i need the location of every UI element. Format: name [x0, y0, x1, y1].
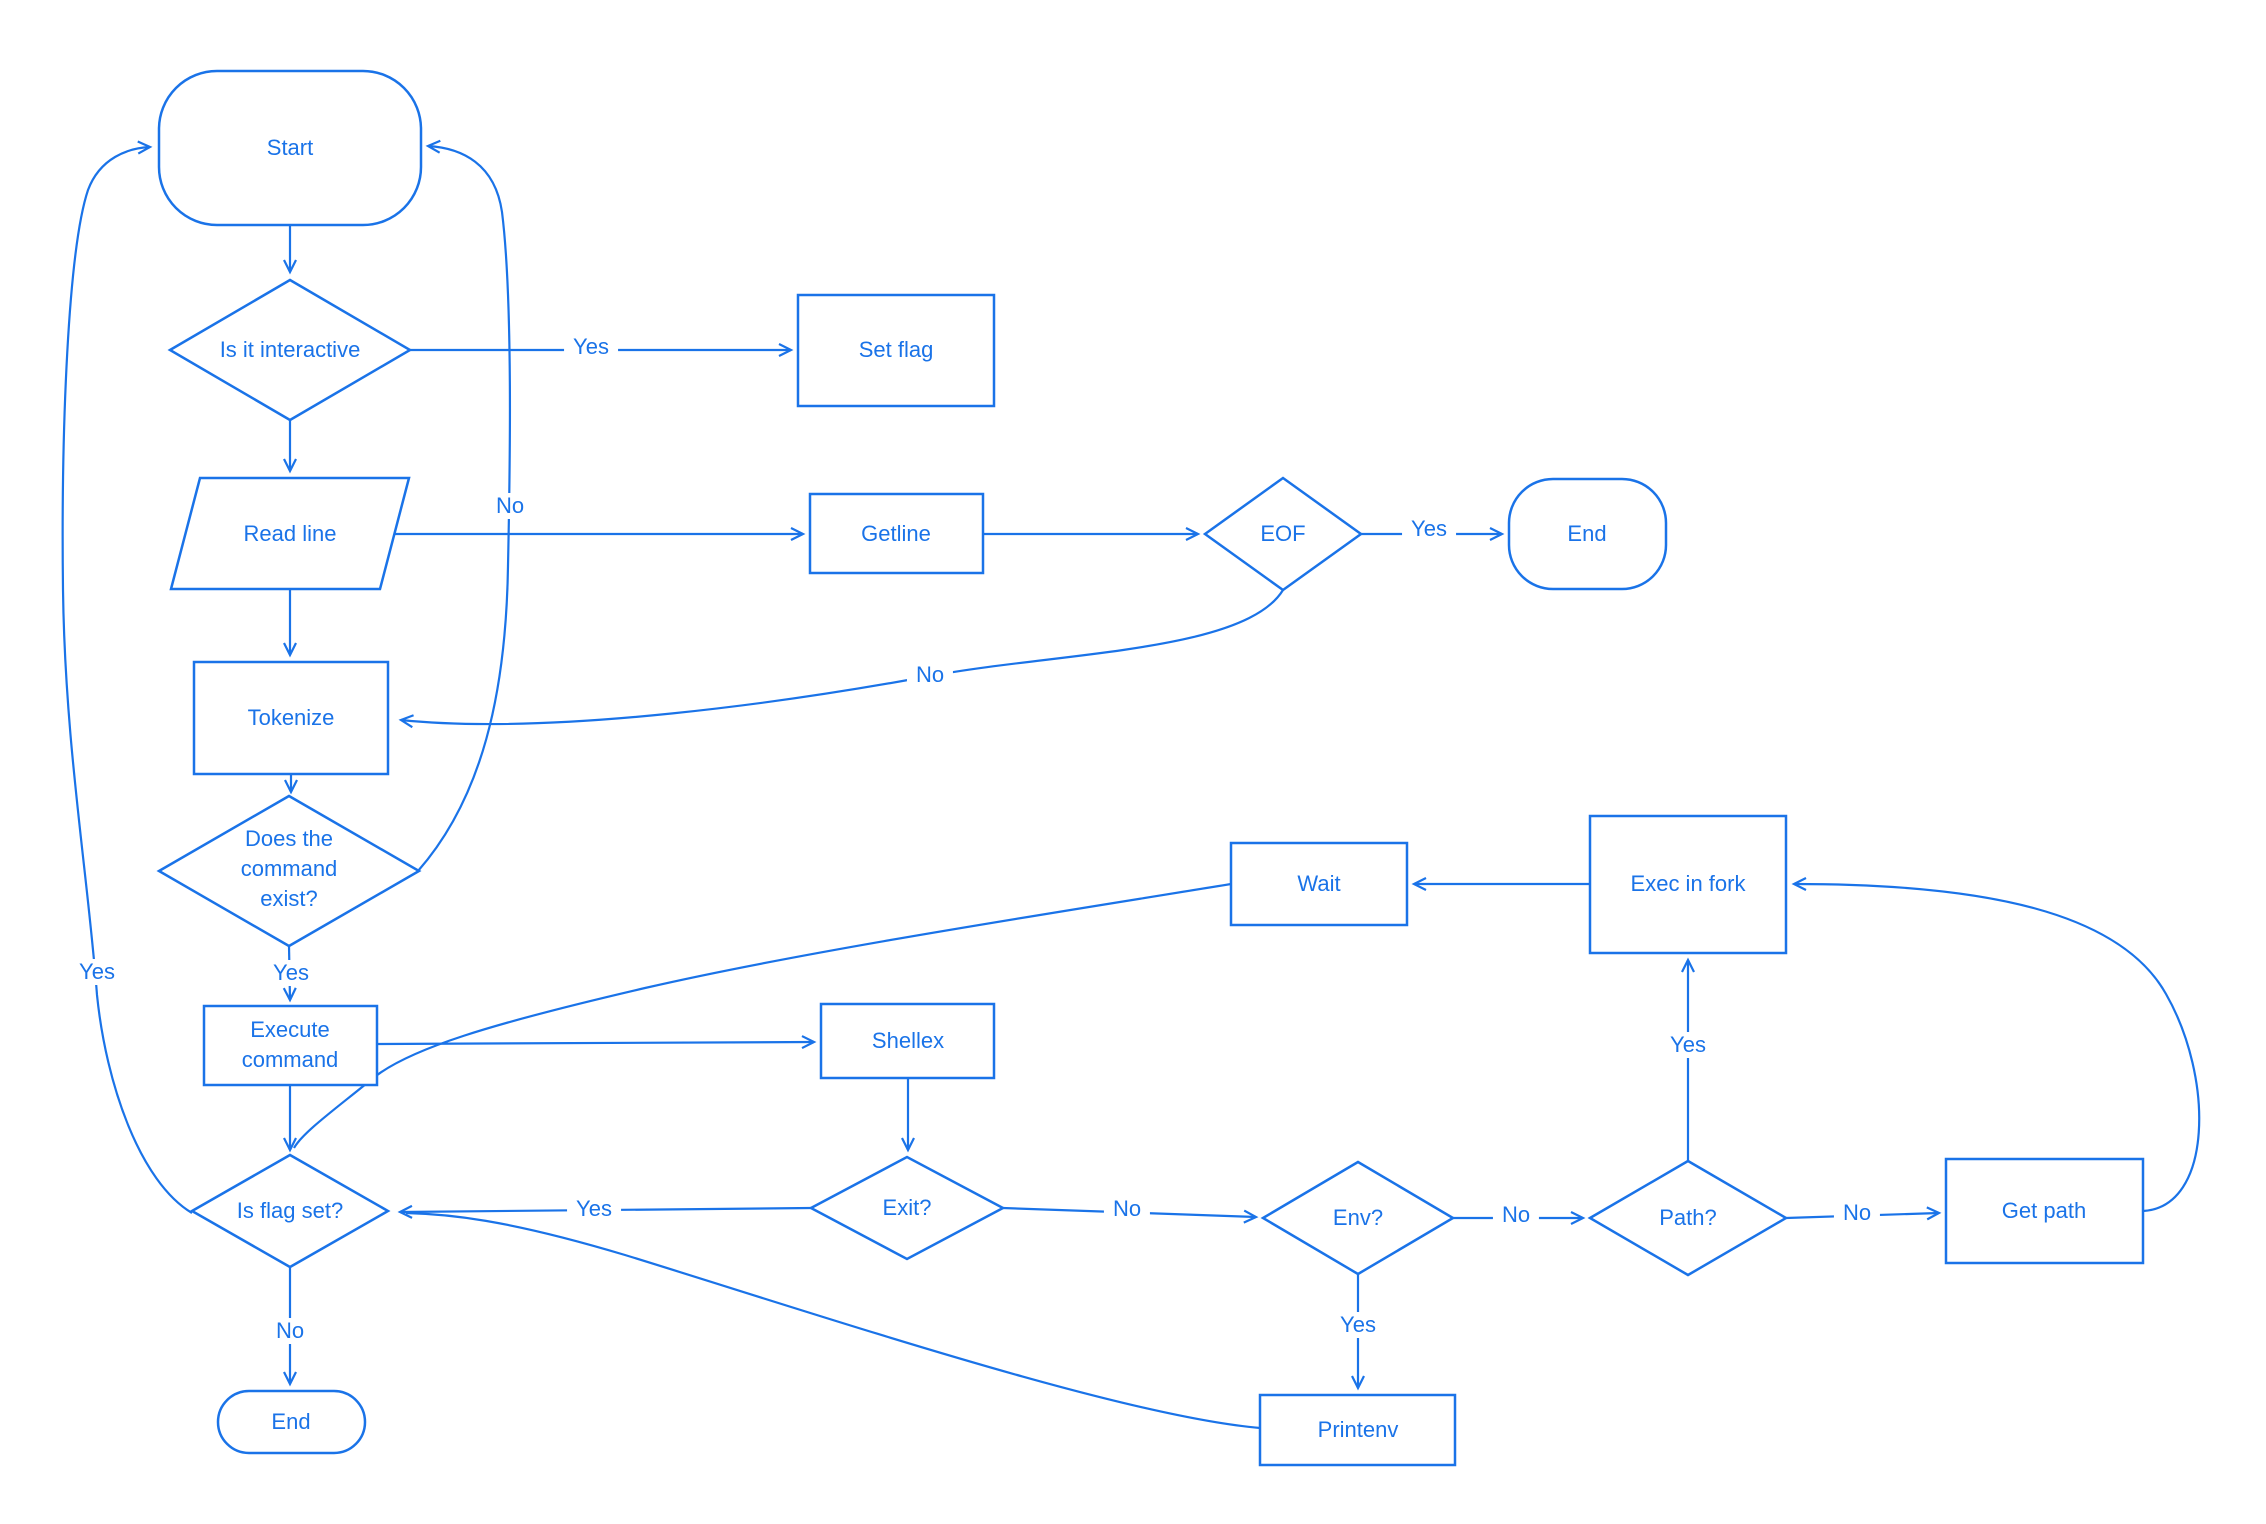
node-printenv-shape — [1258, 1393, 1457, 1467]
node-exit-shape — [808, 1155, 1006, 1261]
node-env-label: Env? — [1332, 1205, 1384, 1230]
edge-label-command-exist-yes: Yes — [264, 960, 318, 986]
node-wait-shape — [1229, 841, 1409, 927]
edge-wait-is-flag-set — [293, 882, 1232, 1149]
node-exit-label: Exit? — [882, 1195, 932, 1220]
edge-label-env-no: No — [1492, 1202, 1540, 1228]
node-end-bottom-label: End — [271, 1409, 311, 1434]
edge-label-path-no: No — [1833, 1200, 1881, 1226]
edge-is-flag-set-start — [61, 140, 193, 1214]
node-is-flag-set-label: Is flag set? — [236, 1198, 344, 1223]
edge-label-exit-no: No — [1103, 1196, 1151, 1222]
node-eof-label: EOF — [1260, 521, 1306, 546]
node-printenv-label: Printenv — [1317, 1417, 1399, 1442]
node-tokenize-label: Tokenize — [247, 705, 335, 730]
node-get-path-label: Get path — [2001, 1198, 2087, 1223]
node-command-exist-shape — [156, 794, 422, 948]
edge-label-is-flag-set-yes: Yes — [70, 959, 124, 985]
node-start-shape — [157, 69, 423, 227]
node-wait-label: Wait — [1297, 871, 1341, 896]
edge-label-is-interactive-yes: Yes — [564, 334, 618, 360]
node-command-exist-label: Does the command exist? — [240, 826, 338, 911]
node-set-flag-shape — [796, 293, 996, 408]
edge-label-command-exist-no: No — [486, 493, 534, 519]
node-getline-label: Getline — [861, 521, 931, 546]
edge-printenv-is-flag-set — [405, 1211, 1261, 1430]
edge-get-path-exec-in-fork — [1791, 877, 2201, 1213]
node-end-top-label: End — [1567, 521, 1607, 546]
node-getline-shape — [808, 492, 985, 575]
edge-label-env-yes: Yes — [1331, 1312, 1385, 1338]
edge-label-eof-yes: Yes — [1402, 516, 1456, 542]
node-is-interactive-shape — [167, 278, 413, 422]
node-shellex-shape — [819, 1002, 996, 1080]
edge-label-is-flag-set-no: No — [266, 1318, 314, 1344]
node-eof-shape — [1202, 476, 1364, 592]
node-env-shape — [1260, 1160, 1456, 1276]
node-path-shape — [1587, 1159, 1789, 1277]
edge-execute-shellex — [376, 1035, 817, 1050]
node-read-line-shape — [169, 476, 411, 591]
edge-label-exit-yes: Yes — [567, 1196, 621, 1222]
node-end-bottom-shape — [216, 1389, 367, 1455]
node-tokenize-shape — [192, 660, 390, 776]
node-path-label: Path? — [1659, 1205, 1717, 1230]
node-execute-command-label: Execute command — [241, 1017, 339, 1072]
node-get-path-shape — [1944, 1157, 2145, 1265]
edge-label-eof-no: No — [906, 662, 954, 688]
node-execute-command-shape — [202, 1004, 379, 1087]
node-is-flag-set-shape — [189, 1153, 391, 1269]
node-start-label: Start — [266, 135, 314, 160]
node-read-line-label: Read line — [243, 521, 337, 546]
node-exec-in-fork-label: Exec in fork — [1630, 871, 1746, 896]
node-shellex-label: Shellex — [871, 1028, 945, 1053]
edge-eof-tokenize — [398, 589, 1284, 729]
node-set-flag-label: Set flag — [858, 337, 934, 362]
node-exec-in-fork-shape — [1588, 814, 1788, 955]
node-is-interactive-label: Is it interactive — [219, 337, 361, 362]
node-end-top-shape — [1507, 477, 1668, 591]
edge-label-path-yes: Yes — [1661, 1032, 1715, 1058]
edge-command-exist-start — [417, 139, 512, 872]
